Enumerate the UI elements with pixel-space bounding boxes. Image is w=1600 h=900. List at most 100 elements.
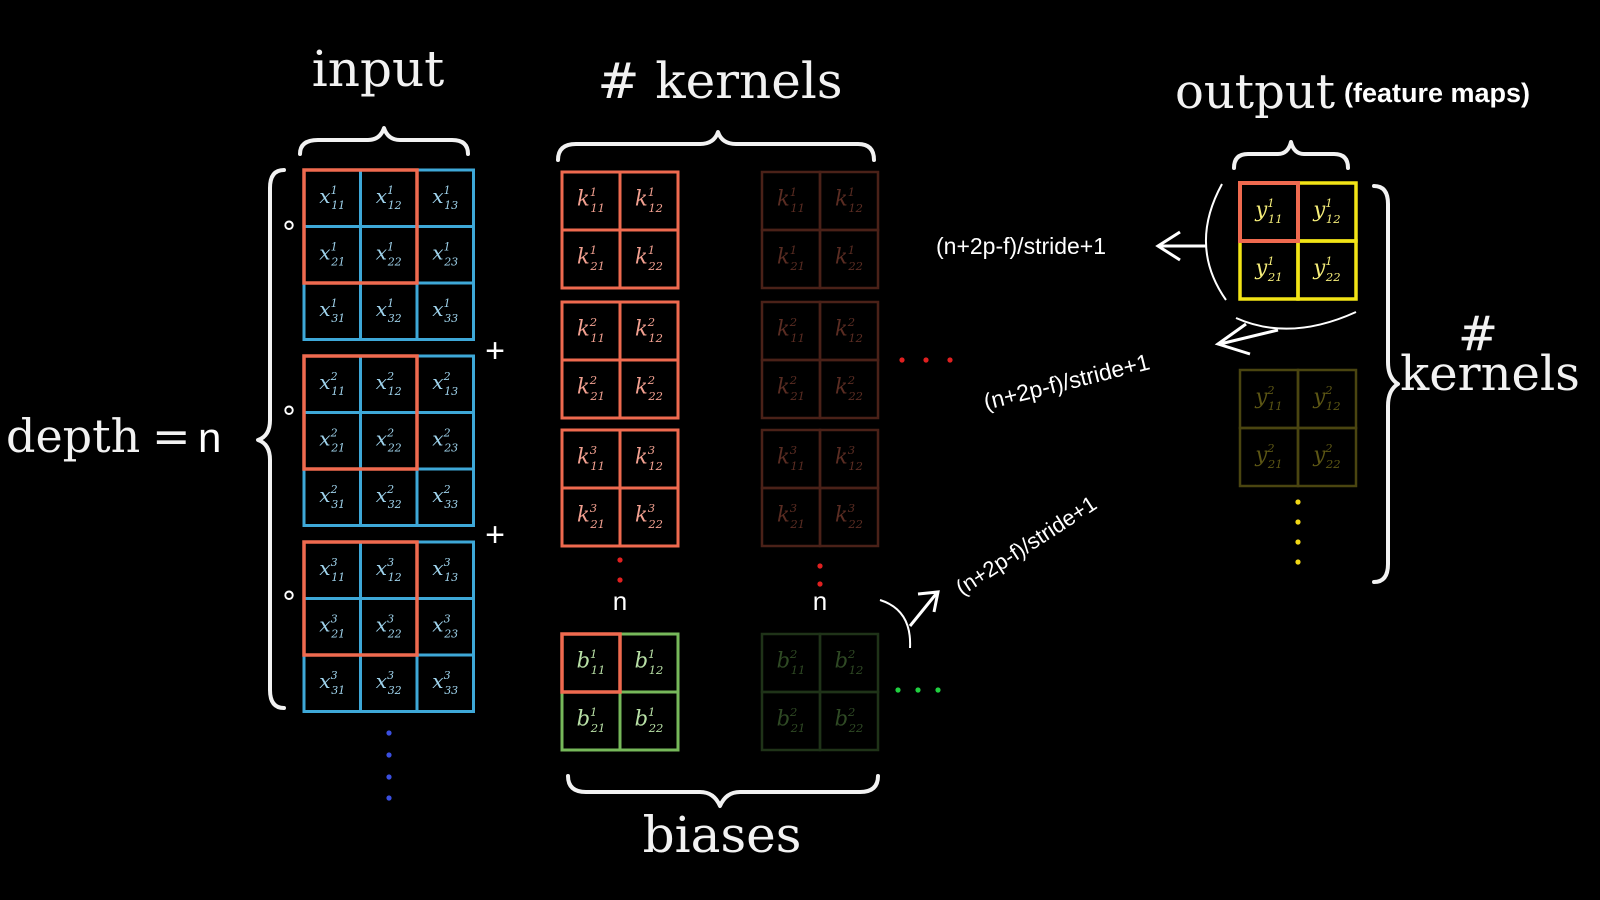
matrix-cell bbox=[415, 467, 475, 527]
matrix-cell bbox=[618, 690, 680, 752]
input-more-channels-dots bbox=[386, 730, 392, 801]
kernels-count-label: kernels bbox=[1400, 346, 1580, 402]
kernels-brace bbox=[556, 130, 876, 162]
receptive-field-highlight bbox=[1238, 181, 1300, 243]
matrix-cell bbox=[415, 653, 475, 713]
depth-label: depth bbox=[6, 409, 140, 463]
matrix-cell bbox=[618, 228, 680, 290]
output-brace bbox=[1232, 140, 1350, 170]
output-more-dots bbox=[1295, 499, 1301, 565]
kernel-depth-count-right: n bbox=[813, 586, 827, 616]
biases-brace bbox=[566, 774, 880, 808]
receptive-field-highlight bbox=[302, 168, 419, 285]
width-arrow bbox=[1155, 230, 1206, 262]
biases-title: biases bbox=[643, 806, 802, 864]
depth-value: n bbox=[198, 414, 221, 461]
receptive-field-highlight bbox=[560, 632, 622, 694]
matrix-cell bbox=[818, 690, 880, 752]
feature-maps-label: (feature maps) bbox=[1344, 78, 1530, 108]
matrix-cell bbox=[1296, 426, 1358, 488]
output-depth-formula: (n+2p-f)/stride+1 bbox=[951, 491, 1101, 601]
output-height-formula: (n+2p-f)/stride+1 bbox=[981, 348, 1152, 414]
input-title: input bbox=[312, 40, 445, 98]
hadamard-symbol-2: ∘ bbox=[280, 394, 299, 427]
hadamard-symbol-3: ∘ bbox=[280, 579, 299, 612]
kernels-count-hash: # bbox=[1458, 306, 1498, 362]
matrix-cell bbox=[415, 281, 475, 341]
kernel-left-more-dots bbox=[617, 557, 623, 583]
height-arrow bbox=[1214, 322, 1279, 356]
plus-symbol-1: + bbox=[485, 332, 505, 370]
width-arc bbox=[1205, 183, 1227, 301]
matrix-cell bbox=[818, 228, 880, 290]
matrix-cell bbox=[818, 358, 880, 420]
matrix-cell bbox=[818, 486, 880, 548]
kernels-more-dots bbox=[899, 357, 953, 363]
plus-symbol-2: + bbox=[485, 516, 505, 554]
kernel-right-more-dots bbox=[817, 563, 823, 587]
biases-more-dots bbox=[895, 687, 941, 693]
kernels-count-brace bbox=[1372, 184, 1400, 584]
depth-equals: = bbox=[152, 409, 191, 463]
height-arc bbox=[1235, 311, 1357, 330]
matrix-cell bbox=[618, 358, 680, 420]
output-width-formula: (n+2p-f)/stride+1 bbox=[936, 233, 1106, 259]
